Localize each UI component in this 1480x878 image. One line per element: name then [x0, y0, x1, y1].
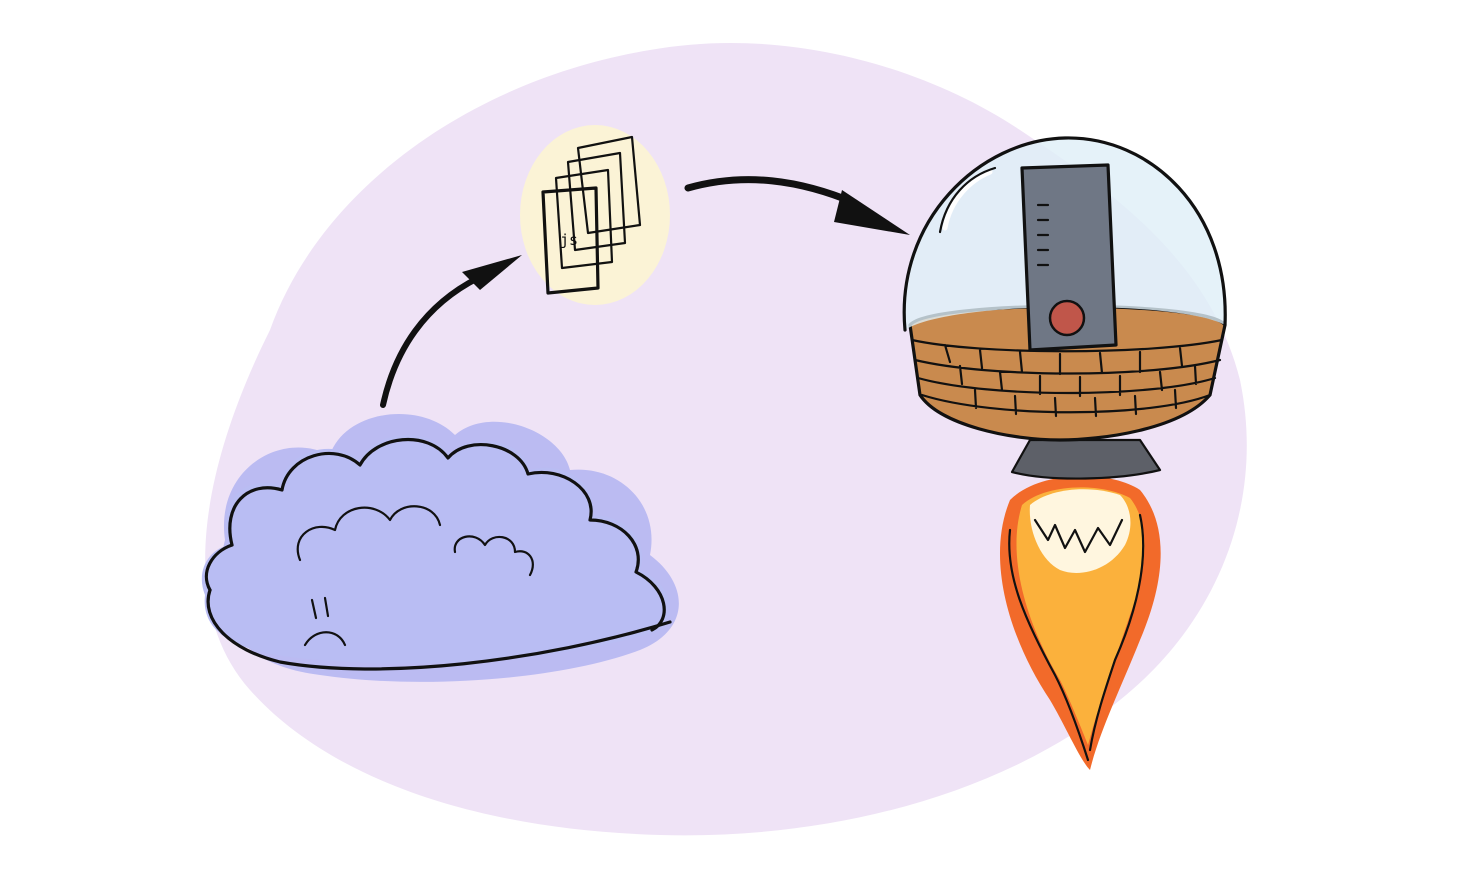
file-front [541, 186, 600, 295]
flame-edges [1008, 513, 1145, 762]
arrow-shaft-upload [380, 275, 481, 408]
flame-inner [1029, 489, 1131, 573]
cloud-outline [228, 437, 666, 632]
server-outline [1020, 163, 1118, 352]
server-vents [1036, 203, 1050, 267]
brick-rows [910, 338, 1224, 418]
curved-arrow-icon [380, 255, 522, 408]
cloud-body [201, 434, 670, 664]
file-back-1 [554, 168, 614, 270]
arrow-head-deploy [834, 190, 910, 235]
arrow-shaft-deploy [684, 176, 859, 207]
file-back-3 [576, 135, 642, 235]
nozzle [1012, 440, 1160, 479]
dome-highlight-edge [938, 166, 997, 234]
cloud-bottom-line [206, 588, 672, 671]
server-power-button [1048, 299, 1086, 337]
dome-highlight [942, 169, 993, 231]
server-body [1022, 165, 1116, 350]
server-rocket-icon [902, 136, 1227, 770]
javascript-files-icon: js [520, 125, 670, 305]
curved-arrow-icon [684, 176, 910, 235]
cloud-inner-puffs [296, 505, 442, 562]
dome-outline [902, 136, 1227, 332]
file-label: js [560, 231, 578, 249]
arrow-head-upload [462, 255, 522, 290]
nozzle-outline [1010, 438, 1162, 480]
sad-cloud-icon [201, 413, 679, 682]
file-back-2 [566, 151, 627, 252]
sad-eyes [310, 596, 330, 620]
cloud-small-puffs [453, 535, 534, 577]
sad-mouth [303, 631, 347, 647]
cloud-left-edge [204, 543, 234, 592]
